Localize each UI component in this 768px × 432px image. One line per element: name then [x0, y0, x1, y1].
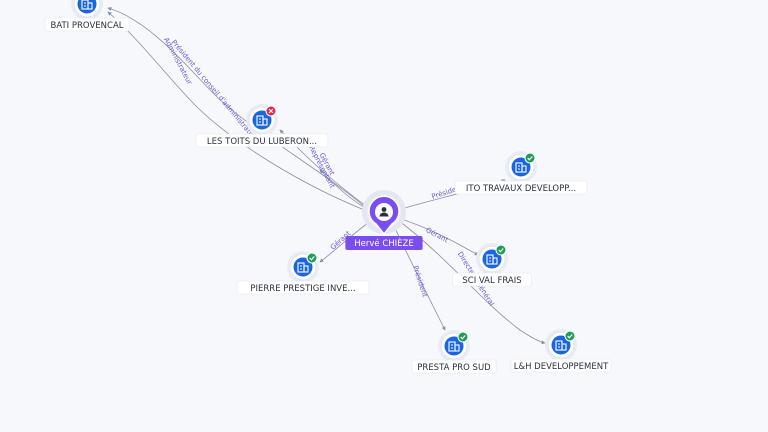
company-label: LES TOITS DU LUBERON...: [207, 137, 317, 147]
building-icon: [448, 341, 460, 352]
check-badge-icon: [306, 252, 318, 264]
company-label: SCI VAL FRAIS: [462, 276, 521, 286]
company-node-pierre[interactable]: PIERRE PRESTIGE INVE...: [236, 251, 370, 295]
company-node-sci[interactable]: SCI VAL FRAIS: [452, 243, 532, 287]
edge-label: Président du conseil d'administration: [170, 38, 260, 143]
close-badge-icon: [265, 105, 277, 117]
company-node-presta[interactable]: PRESTA PRO SUD: [411, 330, 497, 374]
company-node-toits[interactable]: LES TOITS DU LUBERON...: [195, 104, 329, 148]
edge-person-bati: [107, 11, 373, 214]
company-label: PRESTA PRO SUD: [417, 363, 491, 373]
edge-person-lh: [397, 219, 546, 345]
building-icon: [81, 0, 93, 10]
person-node[interactable]: Hervé CHIÈZE: [345, 190, 423, 250]
company-label: L&H DEVELOPPEMENT: [514, 362, 609, 372]
building-icon: [256, 115, 268, 126]
check-badge-icon: [457, 331, 469, 343]
building-icon: [486, 254, 498, 265]
check-badge-icon: [495, 244, 507, 256]
company-node-lh[interactable]: L&H DEVELOPPEMENT: [510, 329, 612, 373]
company-label: PIERRE PRESTIGE INVE...: [250, 284, 355, 294]
company-label: BATI PROVENCAL: [51, 21, 124, 31]
building-icon: [555, 340, 567, 351]
edge-label: Président: [411, 265, 429, 299]
edge-person-sci: [397, 217, 479, 256]
edge-label: Gérant: [424, 226, 449, 244]
person-name: Hervé CHIÈZE: [354, 237, 413, 249]
person-icon: [379, 207, 389, 217]
building-icon: [515, 162, 527, 173]
check-badge-icon: [564, 330, 576, 342]
edge-person-presta: [391, 221, 446, 331]
company-node-bati[interactable]: BATI PROVENCAL: [44, 0, 130, 32]
company-node-ito[interactable]: ITO TRAVAUX DEVELOPP...: [454, 151, 588, 195]
building-icon: [297, 262, 309, 273]
company-label: ITO TRAVAUX DEVELOPP...: [466, 184, 576, 194]
check-badge-icon: [524, 152, 536, 164]
